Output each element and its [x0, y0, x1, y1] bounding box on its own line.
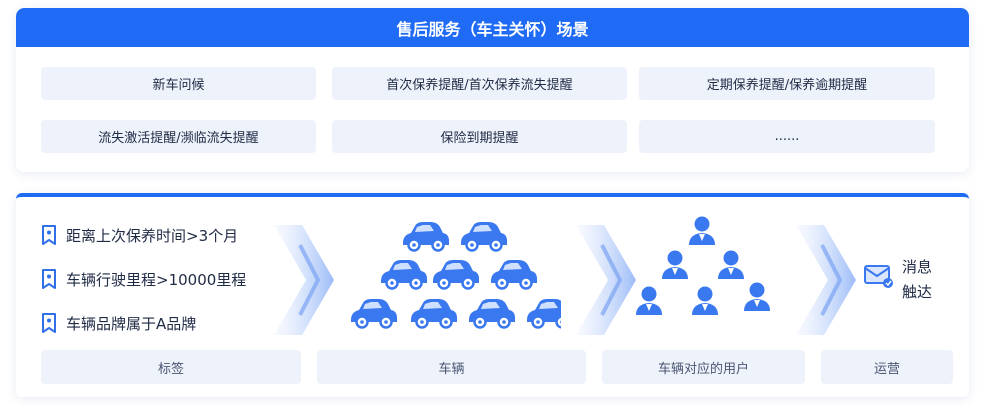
condition-label: 距离上次保养时间>3个月 — [66, 226, 239, 245]
tag-icon — [42, 225, 56, 245]
tag-icon — [42, 313, 56, 333]
condition-item: 车辆品牌属于A品牌 — [40, 311, 196, 335]
stage-label-tags[interactable]: 标签 — [41, 350, 301, 384]
condition-label: 车辆行驶里程>10000里程 — [66, 270, 247, 289]
flow-panel: 距离上次保养时间>3个月 车辆行驶里程>10000里程 车辆品牌属于A品牌 — [16, 193, 969, 397]
chevron-right-icon — [576, 225, 636, 335]
stage-label-vehicles[interactable]: 车辆 — [317, 350, 586, 384]
condition-item: 车辆行驶里程>10000里程 — [40, 267, 246, 291]
user-group — [636, 216, 770, 315]
chevron-right-icon — [274, 225, 334, 335]
scene-item[interactable]: 定期保养提醒/保养逾期提醒 — [639, 67, 935, 100]
stage-label-operation[interactable]: 运营 — [821, 350, 953, 384]
scene-item[interactable]: 首次保养提醒/首次保养流失提醒 — [332, 67, 627, 100]
condition-label: 车辆品牌属于A品牌 — [66, 314, 197, 333]
scene-panel: 售后服务（车主关怀）场景 新车问候 首次保养提醒/首次保养流失提醒 定期保养提醒… — [16, 8, 969, 172]
message-touch: 消息 触达 — [864, 249, 954, 309]
scene-item[interactable]: 新车问候 — [41, 67, 316, 100]
vehicle-group — [349, 220, 561, 329]
scene-item[interactable]: 保险到期提醒 — [332, 120, 627, 153]
chevron-right-icon — [796, 225, 856, 335]
scene-panel-title: 售后服务（车主关怀）场景 — [16, 8, 969, 47]
stage-label-users[interactable]: 车辆对应的用户 — [602, 350, 805, 384]
message-icon — [864, 265, 893, 288]
tag-icon — [42, 269, 56, 289]
scene-item[interactable]: 流失激活提醒/濒临流失提醒 — [41, 120, 316, 153]
scene-item[interactable]: ...... — [639, 120, 935, 153]
touch-label-line: 触达 — [902, 283, 933, 301]
condition-item: 距离上次保养时间>3个月 — [40, 223, 238, 247]
scene-grid: 新车问候 首次保养提醒/首次保养流失提醒 定期保养提醒/保养逾期提醒 流失激活提… — [16, 47, 969, 172]
touch-label: 消息 触达 — [902, 255, 942, 305]
touch-label-line: 消息 — [902, 258, 933, 276]
